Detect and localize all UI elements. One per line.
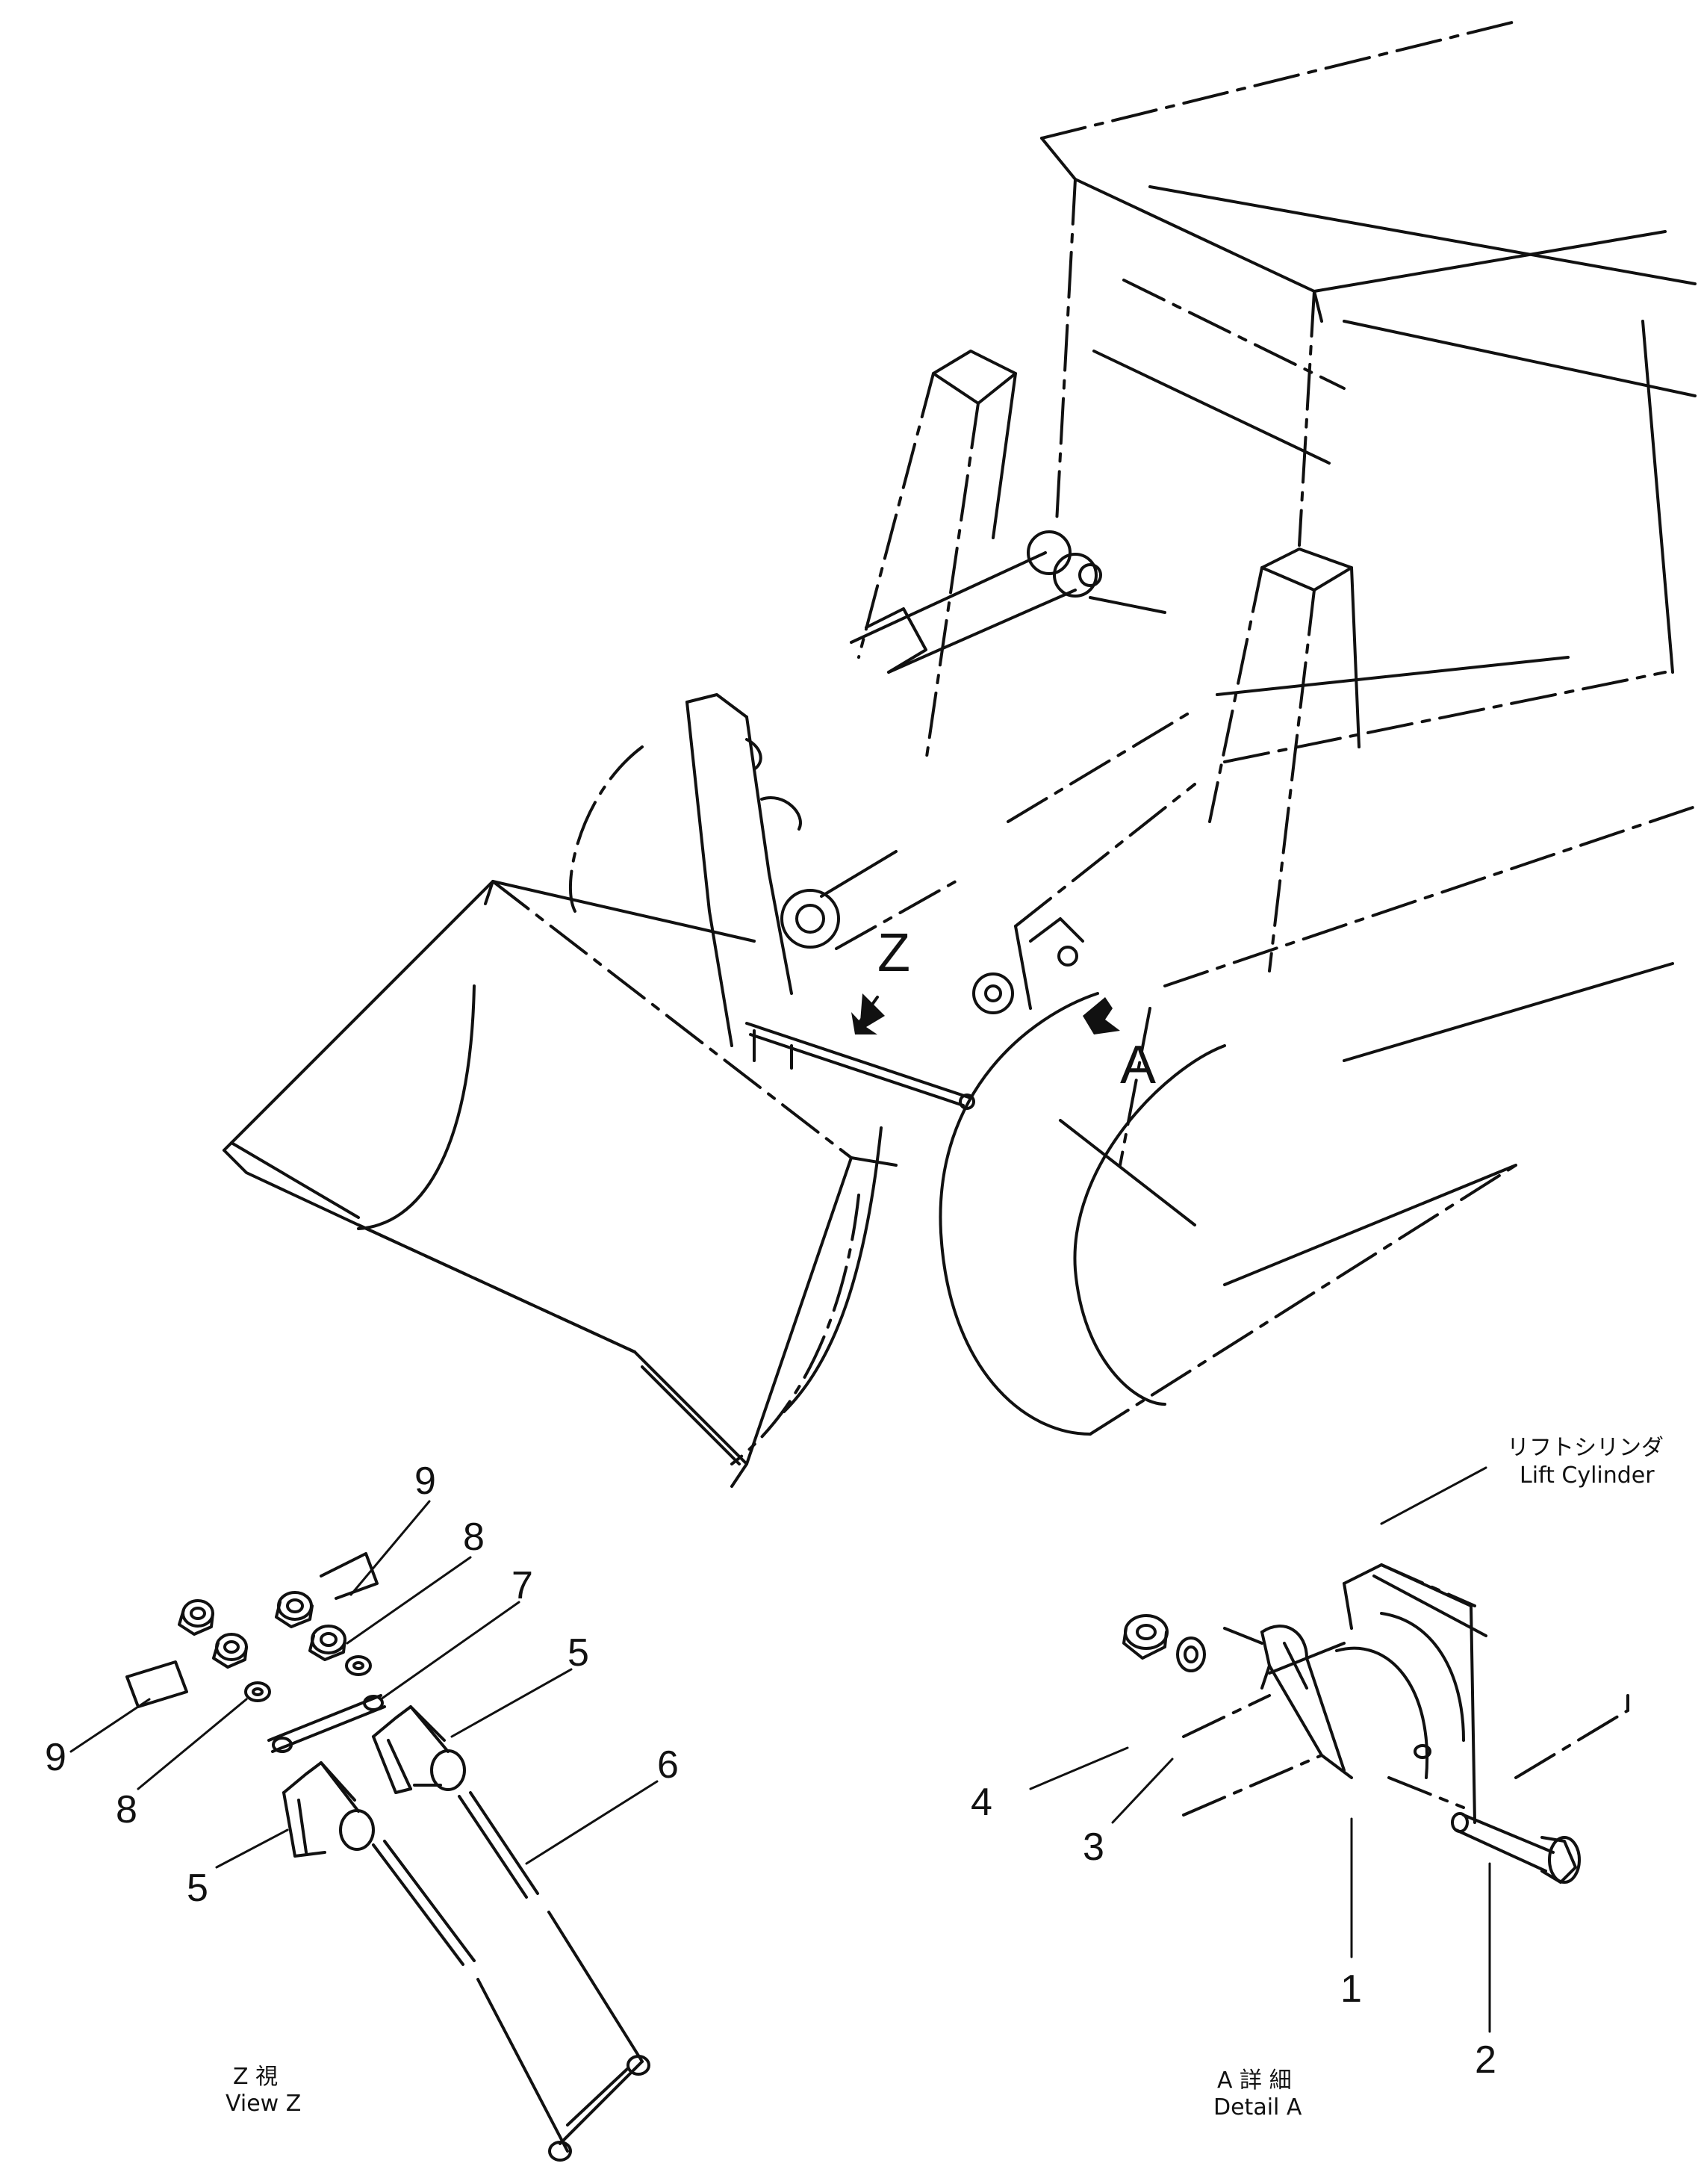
bracket-5-upper <box>372 1705 466 1794</box>
detail-a-marker: A <box>1120 1035 1156 1095</box>
callout-6: 6 <box>657 1743 679 1787</box>
detail-a-label-en: Detail A <box>1213 2094 1302 2121</box>
bolt-2 <box>1451 1812 1581 1884</box>
lift-cylinder-label-en: Lift Cylinder <box>1520 1462 1655 1489</box>
nut-9-upper <box>275 1591 314 1628</box>
callout-1: 1 <box>1340 1967 1362 2011</box>
washer-8-upper <box>345 1655 372 1676</box>
callout-9-upper: 9 <box>414 1459 436 1503</box>
callout-5-lower: 5 <box>187 1867 208 1910</box>
view-labels: Z 視 View Z A 詳 細 Detail A リフトシリンダ Lift C… <box>226 1435 1664 2121</box>
lift-cylinder-assembly <box>685 530 1196 1110</box>
detail-a-parts <box>1122 1563 1629 1884</box>
tag-9-upper <box>320 1552 379 1600</box>
machine-body <box>569 21 1697 1465</box>
bucket <box>223 880 898 1488</box>
view-z-label-en: View Z <box>226 2091 301 2117</box>
lift-cylinder-label-jp: リフトシリンダ <box>1507 1435 1664 1461</box>
detail-a-arrow <box>1083 997 1120 1034</box>
lift-cylinder-body <box>1268 1563 1629 1824</box>
callout-7: 7 <box>511 1564 533 1607</box>
rod-7 <box>267 1694 386 1753</box>
callout-2: 2 <box>1475 2038 1496 2082</box>
nut-8-lower <box>212 1633 248 1669</box>
callout-4: 4 <box>971 1781 992 1824</box>
stud-6 <box>372 1791 650 2162</box>
callout-8-lower: 8 <box>116 1788 137 1831</box>
tag-9-lower <box>125 1660 188 1708</box>
nut-4 <box>1122 1614 1169 1660</box>
washer-3 <box>1176 1637 1206 1672</box>
view-z-marker: Z <box>877 923 910 983</box>
leader-lines <box>69 1466 1491 2033</box>
callout-8-upper: 8 <box>463 1516 485 1559</box>
washer-8-lower <box>244 1681 271 1702</box>
callout-numbers: 9 8 7 5 6 9 8 5 4 3 1 2 <box>45 1459 1496 2082</box>
nut-9-lower <box>178 1599 214 1636</box>
callout-5-upper: 5 <box>568 1631 589 1675</box>
view-z-arrow <box>851 993 885 1034</box>
detail-a-label-jp: A 詳 細 <box>1217 2067 1292 2094</box>
nut-8-upper <box>308 1625 346 1661</box>
callout-9-lower: 9 <box>45 1736 66 1779</box>
view-z-label-jp: Z 視 <box>233 2064 278 2090</box>
bracket-1 <box>1182 1625 1465 1817</box>
callout-3: 3 <box>1083 1825 1104 1869</box>
bracket-5-lower <box>282 1761 375 1858</box>
